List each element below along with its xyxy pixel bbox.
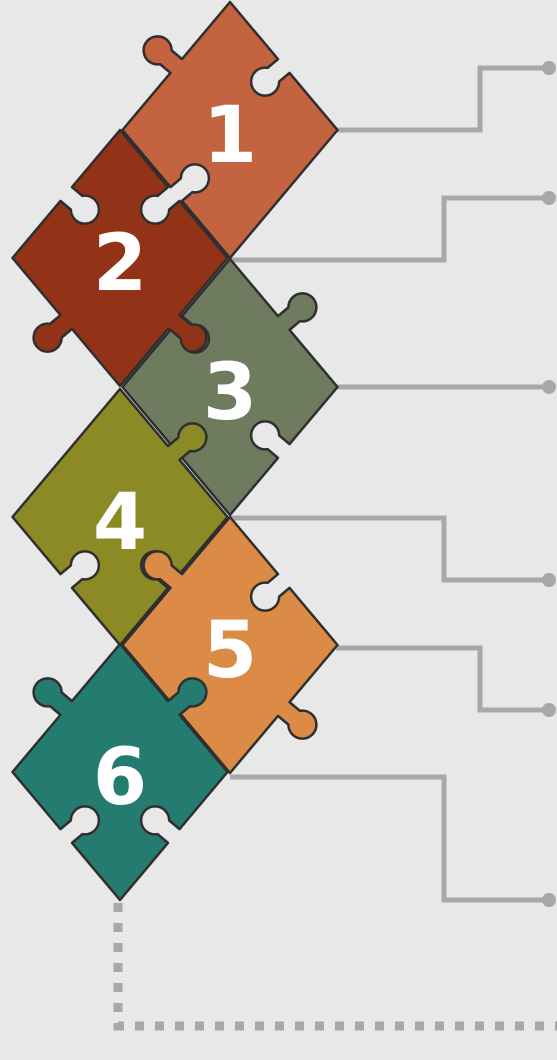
puzzle-piece-2: 2 bbox=[12, 130, 227, 386]
puzzle-piece-number: 1 bbox=[203, 91, 257, 181]
connector-4-dot bbox=[542, 573, 556, 587]
connector-6-dot bbox=[542, 893, 556, 907]
puzzle-piece-number: 4 bbox=[93, 478, 147, 568]
dotted-guide bbox=[118, 903, 557, 1026]
connector-1 bbox=[336, 68, 549, 130]
puzzle-piece-6: 6 bbox=[12, 644, 227, 900]
connector-5 bbox=[336, 648, 549, 710]
connector-1-dot bbox=[542, 61, 556, 75]
connector-3-dot bbox=[542, 380, 556, 394]
puzzle-piece-1: 1 bbox=[122, 2, 337, 258]
connector-6 bbox=[230, 777, 549, 900]
connector-4 bbox=[230, 518, 549, 580]
puzzle-piece-number: 5 bbox=[203, 606, 257, 696]
puzzle-piece-number: 3 bbox=[203, 348, 257, 438]
connector-2-dot bbox=[542, 191, 556, 205]
connector-2 bbox=[230, 198, 549, 260]
connector-5-dot bbox=[542, 703, 556, 717]
puzzle-piece-number: 6 bbox=[93, 733, 147, 823]
puzzle-piece-number: 2 bbox=[93, 219, 147, 309]
